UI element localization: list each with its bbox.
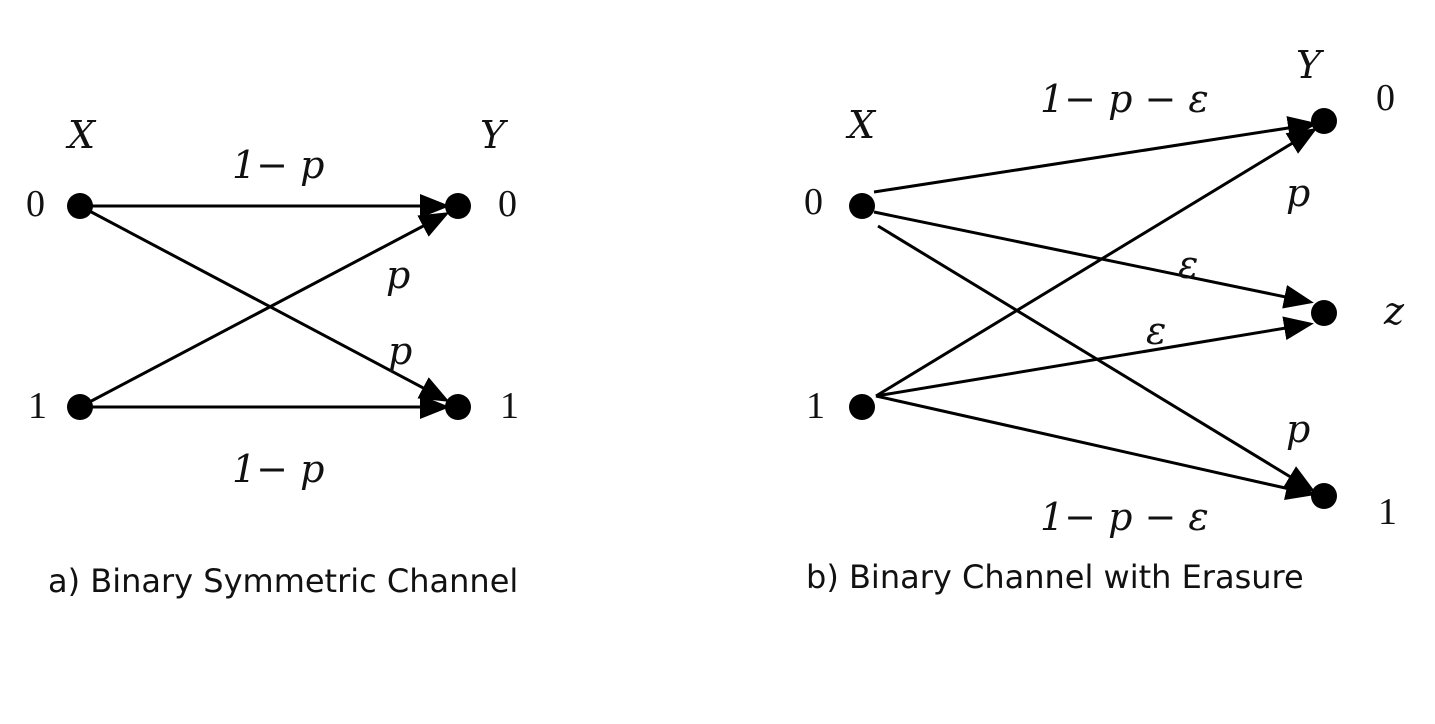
bsc-input-node-1 <box>67 394 93 420</box>
bec-edge-0-1 <box>877 224 1316 493</box>
bec-input-node-1 <box>849 394 875 420</box>
bsc-x-label: X <box>65 113 97 157</box>
bsc-output-label-0: 0 <box>498 183 517 225</box>
bsc-output-label-1: 1 <box>500 385 519 427</box>
bsc-edge-label-bottom: 1− p <box>232 447 324 491</box>
bsc-edge-label-cross-down: p <box>388 329 412 373</box>
bsc-edge-1-0 <box>79 212 450 409</box>
bec-output-node-1 <box>1311 483 1337 509</box>
bsc-output-node-1 <box>445 394 471 420</box>
bec-output-node-z <box>1311 300 1337 326</box>
bsc-input-node-0 <box>67 193 93 219</box>
bec-edge-1-1 <box>875 394 1316 501</box>
bec-x-label: X <box>845 103 877 147</box>
bec-input-label-0: 0 <box>804 181 823 223</box>
bec-edge-0-z <box>873 210 1314 309</box>
bec-input-label-1: 1 <box>806 385 825 427</box>
bec-edge-label-erase-1: ε <box>1146 309 1166 353</box>
bec-diagram: X Y 0 1 0 z 1 1− p − ε p ε ε p 1− p − ε … <box>804 43 1405 596</box>
bsc-edge-label-cross-up: p <box>386 253 410 297</box>
bsc-edge-label-top: 1− p <box>232 143 324 187</box>
bsc-input-label-1: 1 <box>28 385 47 427</box>
bec-y-label: Y <box>1296 43 1325 87</box>
bsc-output-node-0 <box>445 193 471 219</box>
bec-edge-label-erase-0: ε <box>1178 243 1198 287</box>
bec-edge-1-0 <box>875 127 1318 398</box>
bsc-edge-0-1 <box>79 204 450 402</box>
bec-output-label-0: 0 <box>1376 77 1395 119</box>
bec-edge-1-z <box>875 316 1314 398</box>
bec-output-node-0 <box>1311 108 1337 134</box>
bec-caption: b) Binary Channel with Erasure <box>806 558 1304 596</box>
bec-output-label-1: 1 <box>1378 491 1397 533</box>
bec-edge-0-0 <box>873 116 1318 194</box>
bec-edge-label-cross-down: p <box>1286 407 1310 451</box>
bsc-diagram: X Y 0 1 0 1 1− p p p 1− p a) Binary Symm… <box>26 113 519 600</box>
bsc-caption: a) Binary Symmetric Channel <box>48 562 518 600</box>
bec-edge-label-top: 1− p − ε <box>1040 77 1209 121</box>
bec-input-node-0 <box>849 193 875 219</box>
bsc-y-label: Y <box>480 113 509 157</box>
bec-output-label-erasure: z <box>1383 289 1405 333</box>
bec-edge-label-bottom: 1− p − ε <box>1040 495 1209 539</box>
bsc-input-label-0: 0 <box>26 183 45 225</box>
bec-edge-label-cross-up: p <box>1286 171 1310 215</box>
